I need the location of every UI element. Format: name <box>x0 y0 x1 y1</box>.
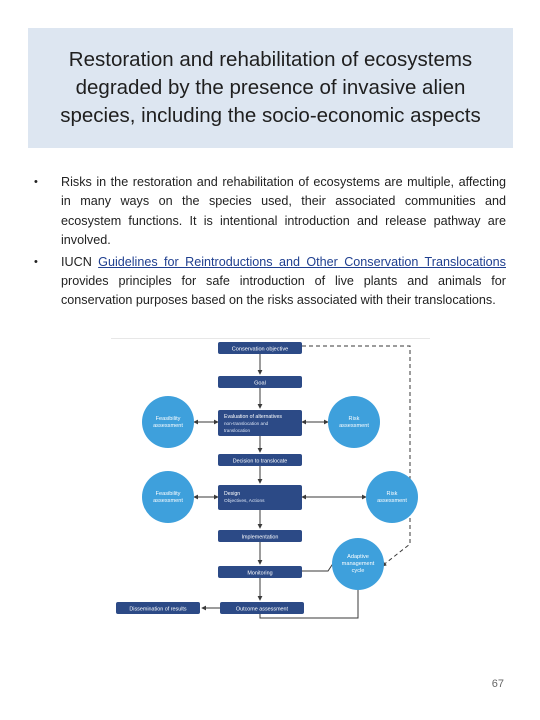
box-conservation-objective: Conservation objective <box>218 342 302 354</box>
box-evaluation-label-2: non-translocation and <box>224 421 269 426</box>
circle-risk-2-label-1: Risk <box>387 491 398 497</box>
circle-risk-assessment-1: Risk assessment <box>328 396 380 448</box>
circle-adaptive-label-3: cycle <box>352 568 365 574</box>
circle-risk-1-label-1: Risk <box>349 416 360 422</box>
box-monitoring-label: Monitoring <box>247 571 272 577</box>
circle-adaptive-label-2: management <box>342 561 375 567</box>
bullet-text-risks: Risks in the restoration and rehabilitat… <box>61 175 506 248</box>
bullet-item-iucn: • IUCN Guidelines for Reintroductions an… <box>34 253 506 311</box>
box-outcome-assessment: Outcome assessment <box>220 602 304 614</box>
circle-feasibility-2-label-1: Feasibility <box>156 491 181 497</box>
circle-feasibility-assessment-1: Feasibility assessment <box>142 396 194 448</box>
circle-risk-1-label-2: assessment <box>339 423 369 429</box>
box-outcome-label: Outcome assessment <box>236 607 289 613</box>
box-design: Design Objectives, Actions <box>218 485 302 510</box>
circle-risk-2-label-2: assessment <box>377 498 407 504</box>
box-implementation-label: Implementation <box>242 535 279 541</box>
bullet-prefix-iucn: IUCN <box>61 254 99 269</box>
circle-feasibility-assessment-2: Feasibility assessment <box>142 471 194 523</box>
box-evaluation-label-3: translocation <box>224 428 250 433</box>
circle-feasibility-2-label-2: assessment <box>153 498 183 504</box>
circle-feasibility-1-label-1: Feasibility <box>156 416 181 422</box>
title-banner: Restoration and rehabilitation of ecosys… <box>28 28 513 148</box>
box-dissemination-label: Dissemination of results <box>129 607 187 613</box>
circle-risk-assessment-2: Risk assessment <box>366 471 418 523</box>
box-goal: Goal <box>218 376 302 388</box>
connector-lines <box>193 345 411 619</box>
circle-adaptive-management-cycle: Adaptive management cycle <box>332 538 384 590</box>
bullet-icon: • <box>34 255 38 268</box>
box-design-label-1: Design <box>224 491 240 497</box>
translocation-flow-diagram: Conservation objective Goal Evaluation o… <box>111 338 430 619</box>
bullet-item-risks: • Risks in the restoration and rehabilit… <box>34 173 506 251</box>
box-evaluation-label-1: Evaluation of alternatives <box>224 414 282 420</box>
box-implementation: Implementation <box>218 530 302 542</box>
iucn-guidelines-link[interactable]: Guidelines for Reintroductions and Other… <box>98 254 506 269</box>
box-decision-label: Decision to translocate <box>233 459 288 465</box>
slide-title: Restoration and rehabilitation of ecosys… <box>60 48 481 127</box>
box-goal-label: Goal <box>254 381 266 387</box>
box-monitoring: Monitoring <box>218 566 302 578</box>
box-decision-to-translocate: Decision to translocate <box>218 454 302 466</box>
page-number: 67 <box>491 678 504 690</box>
box-evaluation-of-alternatives: Evaluation of alternatives non-transloca… <box>218 410 302 436</box>
bullet-suffix-iucn: provides principles for safe introductio… <box>61 274 506 308</box>
circle-feasibility-1-label-2: assessment <box>153 423 183 429</box>
box-conservation-objective-label: Conservation objective <box>232 347 289 353</box>
box-dissemination-of-results: Dissemination of results <box>116 602 200 614</box>
bullet-icon: • <box>34 176 38 188</box>
bullet-list: • Risks in the restoration and rehabilit… <box>34 173 506 311</box>
box-design-label-2: Objectives, Actions <box>224 498 265 504</box>
circle-adaptive-label-1: Adaptive <box>347 554 369 560</box>
